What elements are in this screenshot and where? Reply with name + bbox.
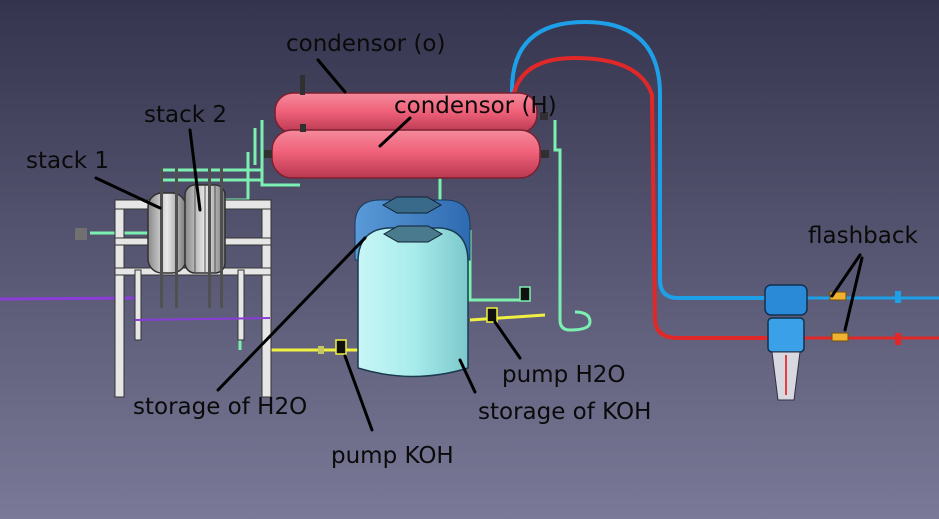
pump-h2o-body — [486, 286, 531, 323]
purple-frame-link — [134, 317, 271, 321]
label-pump-h2o: pump H2O — [502, 362, 626, 388]
separator-unit — [764, 284, 808, 401]
yellow-h2o-pipe — [469, 313, 546, 322]
blue-valve — [895, 291, 901, 303]
flashback-arrestor-bottom — [831, 332, 849, 342]
leader-pump-koh — [343, 354, 374, 432]
pump-koh-body — [318, 339, 347, 355]
leader-stack-1 — [94, 176, 162, 210]
stack-inlet-fitting — [75, 228, 87, 240]
leader-flashback-bottom — [843, 256, 864, 332]
leader-pump-h2o — [493, 320, 522, 360]
label-condensor-o: condensor (o) — [286, 31, 446, 57]
red-oxygen-pipe — [510, 55, 770, 340]
label-pump-koh: pump KOH — [331, 443, 454, 469]
leader-lines — [94, 58, 864, 432]
leader-storage-koh — [458, 358, 477, 394]
leader-condensor-h — [378, 116, 412, 148]
blue-hydrogen-pipe — [510, 19, 770, 300]
label-stack-2: stack 2 — [144, 102, 228, 128]
flashback-arrestor-top — [829, 291, 847, 301]
label-storage-koh: storage of KOH — [478, 399, 652, 425]
label-stack-1: stack 1 — [26, 148, 110, 174]
leader-condensor-o — [316, 58, 347, 94]
condensor-ports — [264, 75, 549, 158]
red-valve — [895, 333, 901, 345]
stack-2-body — [184, 184, 226, 274]
koh-tank-body — [357, 225, 469, 378]
label-condensor-h: condensor (H) — [394, 93, 557, 119]
condensor-h-body — [271, 129, 541, 179]
leader-flashback-top — [830, 253, 862, 298]
stack-tie-rods — [160, 168, 223, 308]
leader-storage-h2o — [216, 236, 367, 392]
leader-stack-2 — [188, 128, 202, 212]
label-storage-h2o: storage of H2O — [133, 394, 308, 420]
label-flashback: flashback — [808, 223, 918, 249]
